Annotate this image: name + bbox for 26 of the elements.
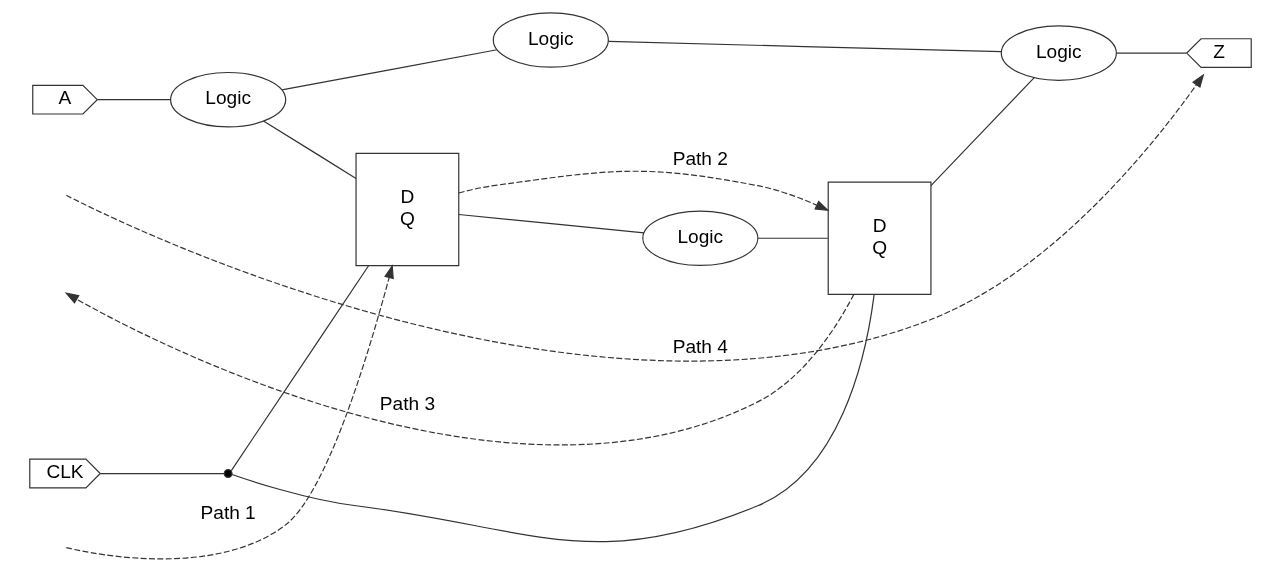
node-ellipse: Logic [170, 71, 287, 128]
connector [263, 120, 357, 179]
node-ellipse: Logic [642, 210, 759, 266]
connector [231, 294, 875, 543]
edge-label: Path 3 [379, 392, 435, 414]
node-box: D Q [355, 152, 460, 267]
arrow [65, 264, 394, 560]
connector [99, 472, 225, 475]
node-box: D Q [827, 181, 932, 295]
connector [458, 213, 645, 234]
connector [757, 237, 829, 239]
connector [930, 77, 1035, 187]
edge-label: Path 1 [200, 501, 256, 523]
edge-label: Path 4 [672, 335, 728, 357]
arrow [458, 170, 830, 211]
connector [1115, 52, 1187, 54]
node-circle [223, 469, 233, 478]
arrow [65, 73, 1205, 361]
connector [97, 99, 172, 101]
edge-label: Path 2 [672, 148, 728, 170]
node-ellipse: Logic [492, 12, 609, 68]
arrow [64, 292, 855, 446]
connector [230, 265, 370, 472]
connector [607, 40, 1003, 53]
connector [281, 49, 498, 91]
node-ellipse: Logic [1000, 25, 1117, 81]
